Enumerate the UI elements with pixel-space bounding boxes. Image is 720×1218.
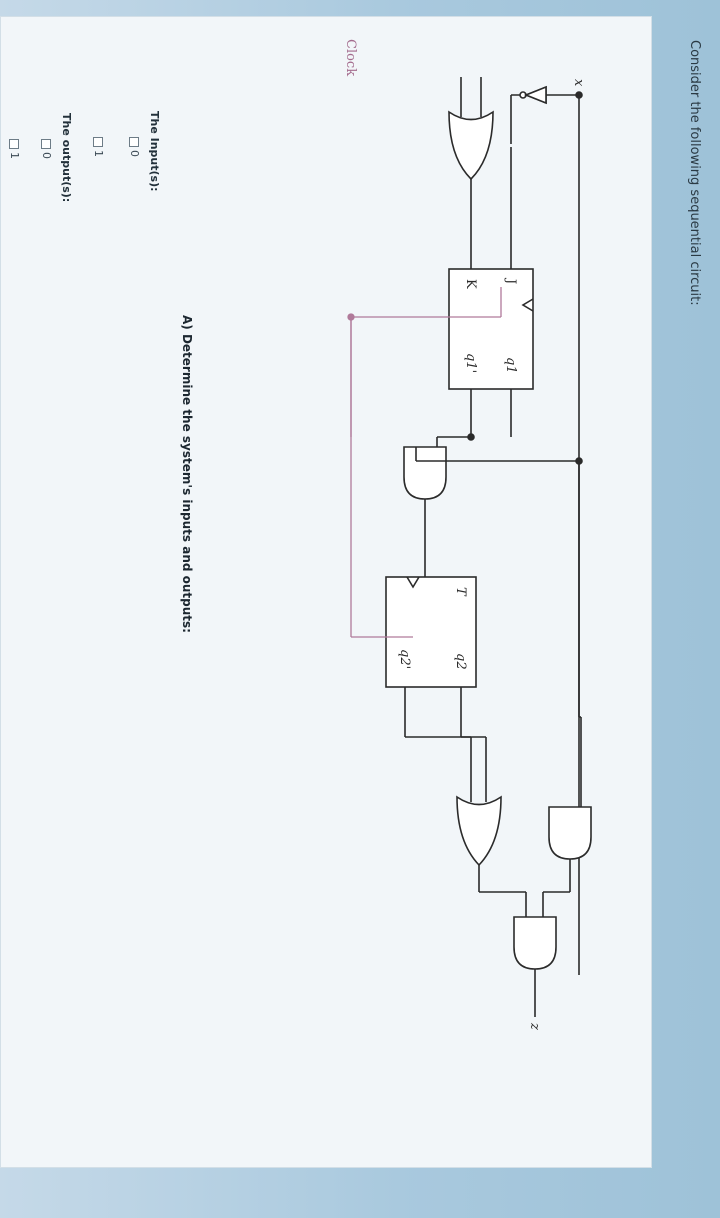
output-option-1[interactable]: 1 [8,139,21,159]
x-input-label: x [571,79,586,87]
checkbox-icon[interactable] [9,139,20,149]
output-option-0[interactable]: 0 [40,139,53,159]
and-gate-right-top [548,806,592,860]
ff1-k-label: K [463,279,478,289]
checkbox-icon[interactable] [41,139,52,149]
clock-label: Clock [343,39,358,76]
page-title: Consider the following sequential circui… [687,40,702,306]
question-a-title: A) Determine the system's inputs and out… [180,315,194,633]
z-output-label: z [527,1022,542,1030]
or-gate-k [448,110,494,181]
ff2-t-label: T [453,587,468,597]
checkbox-icon[interactable] [129,137,140,147]
sequential-circuit-diagram: x z Clock J K q1 q1' T q2 q2' [343,39,592,1030]
ff2-qbar-label: q2' [397,649,412,669]
ff1-q-label: q1 [503,357,518,374]
t-flip-flop [385,576,477,688]
input-option-0[interactable]: 0 [128,137,141,157]
inputs-label: The Input(s): [148,111,161,192]
and-gate-output [513,916,557,970]
jk-flip-flop [448,268,534,390]
inverter-3 [523,85,547,105]
ff1-j-label: J [503,277,518,284]
input-option-1[interactable]: 1 [92,137,105,157]
outputs-label: The output(s): [60,113,73,203]
ff2-q-label: q2 [453,653,468,670]
ff1-qbar-label: q1' [463,353,478,373]
question-card: x z Clock J K q1 q1' T q2 q2' A) Determi… [0,16,652,1168]
or-gate-right [456,795,502,867]
and-gate-t [403,446,447,500]
checkbox-icon[interactable] [93,137,104,147]
